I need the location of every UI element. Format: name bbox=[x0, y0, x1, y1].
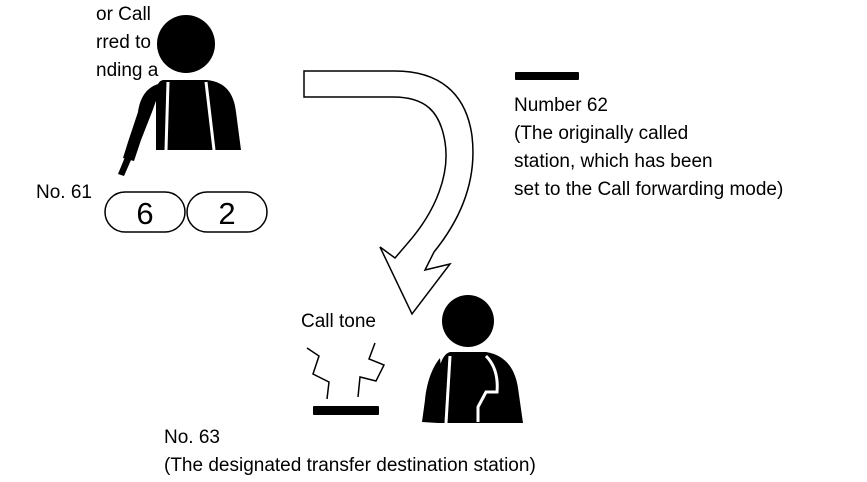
destination-person-icon bbox=[422, 295, 523, 424]
called-station-description-line-2: station, which has been bbox=[514, 151, 713, 172]
ring-signal-left-icon bbox=[306, 347, 330, 400]
called-station-description-line-1: (The originally called bbox=[514, 123, 689, 144]
destination-description: (The designated transfer destination sta… bbox=[164, 455, 536, 476]
destination-label: No. 63 bbox=[164, 427, 220, 448]
ring-signal-right-icon bbox=[357, 342, 386, 398]
called-station-phone-icon bbox=[515, 72, 579, 80]
destination-phone-icon bbox=[313, 406, 379, 415]
caller-person-icon bbox=[118, 15, 241, 176]
intro-text-line-2: rred to bbox=[96, 32, 151, 53]
forwarding-arrow bbox=[303, 70, 474, 316]
dial-key-2: 2 bbox=[186, 191, 268, 233]
dial-key-6: 6 bbox=[104, 191, 186, 233]
called-station-description-line-3: set to the Call forwarding mode) bbox=[514, 179, 784, 200]
call-tone-label: Call tone bbox=[301, 311, 376, 332]
intro-text-line-1: or Call bbox=[96, 4, 151, 25]
called-station-heading: Number 62 bbox=[514, 95, 608, 116]
caller-label: No. 61 bbox=[36, 182, 92, 203]
dial-key-6-label: 6 bbox=[136, 196, 153, 231]
intro-text-line-3: nding a bbox=[96, 60, 159, 81]
dial-key-2-label: 2 bbox=[218, 196, 235, 231]
